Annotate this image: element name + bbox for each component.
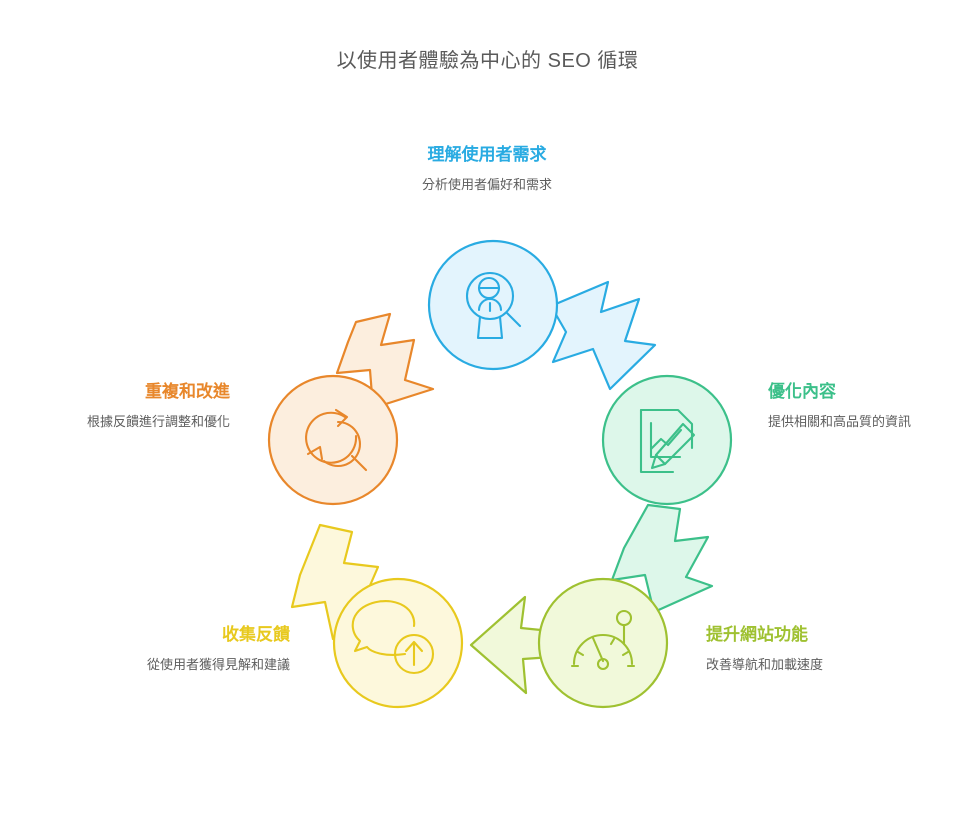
arrow-understand-to-optimize — [549, 280, 657, 391]
speedometer-icon — [570, 609, 636, 671]
step-description-iterate: 根據反饋進行調整和優化 — [86, 414, 230, 430]
step-title-iterate: 重複和改進 — [145, 382, 230, 401]
step-label-understand: 理解使用者需求 分析使用者偏好和需求 — [362, 144, 612, 194]
step-label-enhance: 提升網站功能 改善導航和加載速度 — [706, 624, 956, 674]
step-label-feedback: 收集反饋 從使用者獲得見解和建議 — [40, 624, 290, 674]
arrow-iterate-to-understand — [335, 312, 435, 410]
step-description-enhance: 改善導航和加載速度 — [706, 657, 824, 673]
node-enhance[interactable] — [537, 577, 669, 709]
step-label-optimize: 優化內容 提供相關和高品質的資訊 — [768, 381, 975, 431]
arrow-enhance-to-feedback — [469, 595, 554, 695]
step-title-optimize: 優化內容 — [768, 382, 836, 401]
page-title: 以使用者體驗為中心的 SEO 循環 — [336, 50, 639, 72]
node-understand[interactable] — [427, 239, 559, 371]
node-feedback[interactable] — [332, 577, 464, 709]
document-edit-chart-icon — [639, 408, 696, 474]
arrow-optimize-to-enhance — [610, 503, 714, 614]
step-label-iterate: 重複和改進 根據反饋進行調整和優化 — [0, 381, 230, 431]
step-title-enhance: 提升網站功能 — [706, 625, 808, 644]
step-title-feedback: 收集反饋 — [222, 625, 290, 644]
step-description-feedback: 從使用者獲得見解和建議 — [146, 657, 290, 673]
step-description-understand: 分析使用者偏好和需求 — [421, 177, 552, 193]
user-search-icon — [465, 271, 522, 340]
refresh-search-icon — [305, 408, 368, 472]
step-title-understand: 理解使用者需求 — [427, 145, 547, 164]
node-optimize[interactable] — [601, 374, 733, 506]
node-iterate[interactable] — [267, 374, 399, 506]
speech-bubble-arrow-icon — [351, 600, 435, 675]
step-description-optimize: 提供相關和高品質的資訊 — [768, 414, 912, 430]
